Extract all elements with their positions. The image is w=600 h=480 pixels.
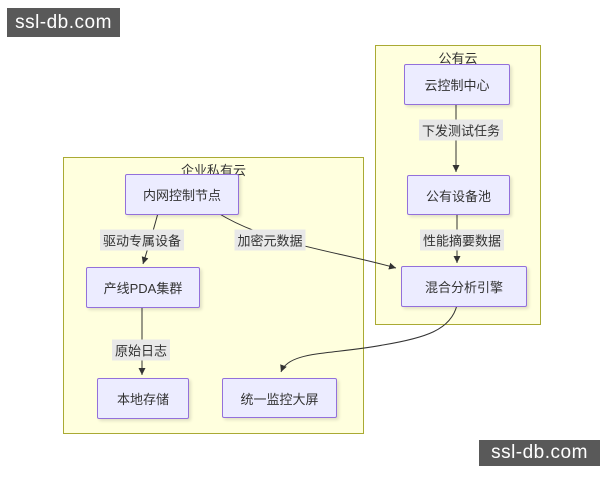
- node-unified-monitoring-screen: 统一监控大屏: [222, 378, 337, 418]
- node-label: 混合分析引擎: [424, 280, 503, 295]
- watermark-top-left: ssl-db.com: [7, 8, 120, 37]
- edge-label-raw-logs: 原始日志: [111, 339, 171, 361]
- node-label: 产线PDA集群: [103, 281, 183, 296]
- node-production-pda-cluster: 产线PDA集群: [86, 267, 200, 308]
- cluster-public-cloud-label: 公有云: [438, 51, 478, 66]
- edge-label-encrypted-metadata: 加密元数据: [234, 229, 306, 251]
- node-label: 本地存储: [116, 392, 169, 407]
- node-hybrid-analysis-engine: 混合分析引擎: [401, 266, 527, 307]
- watermark-bottom-right: ssl-db.com: [479, 440, 600, 466]
- watermark-text: ssl-db.com: [491, 442, 588, 463]
- edge-label-performance-summary-data: 性能摘要数据: [419, 229, 505, 251]
- node-label: 统一监控大屏: [240, 391, 319, 407]
- edge-label-dispatch-test-tasks: 下发测试任务: [418, 119, 504, 141]
- node-cloud-control-center: 云控制中心: [404, 64, 510, 105]
- node-intranet-control-node: 内网控制节点: [125, 174, 239, 215]
- watermark-text: ssl-db.com: [15, 11, 112, 33]
- edge-hybrid-engine-to-monitoring-screen: [280, 304, 458, 373]
- node-label: 公有设备池: [425, 188, 491, 204]
- edge-label-drive-dedicated-devices: 驱动专属设备: [99, 229, 185, 251]
- node-label: 内网控制节点: [142, 188, 221, 203]
- node-label: 云控制中心: [424, 78, 490, 93]
- node-public-device-pool: 公有设备池: [407, 175, 510, 215]
- node-local-storage: 本地存储: [97, 378, 189, 419]
